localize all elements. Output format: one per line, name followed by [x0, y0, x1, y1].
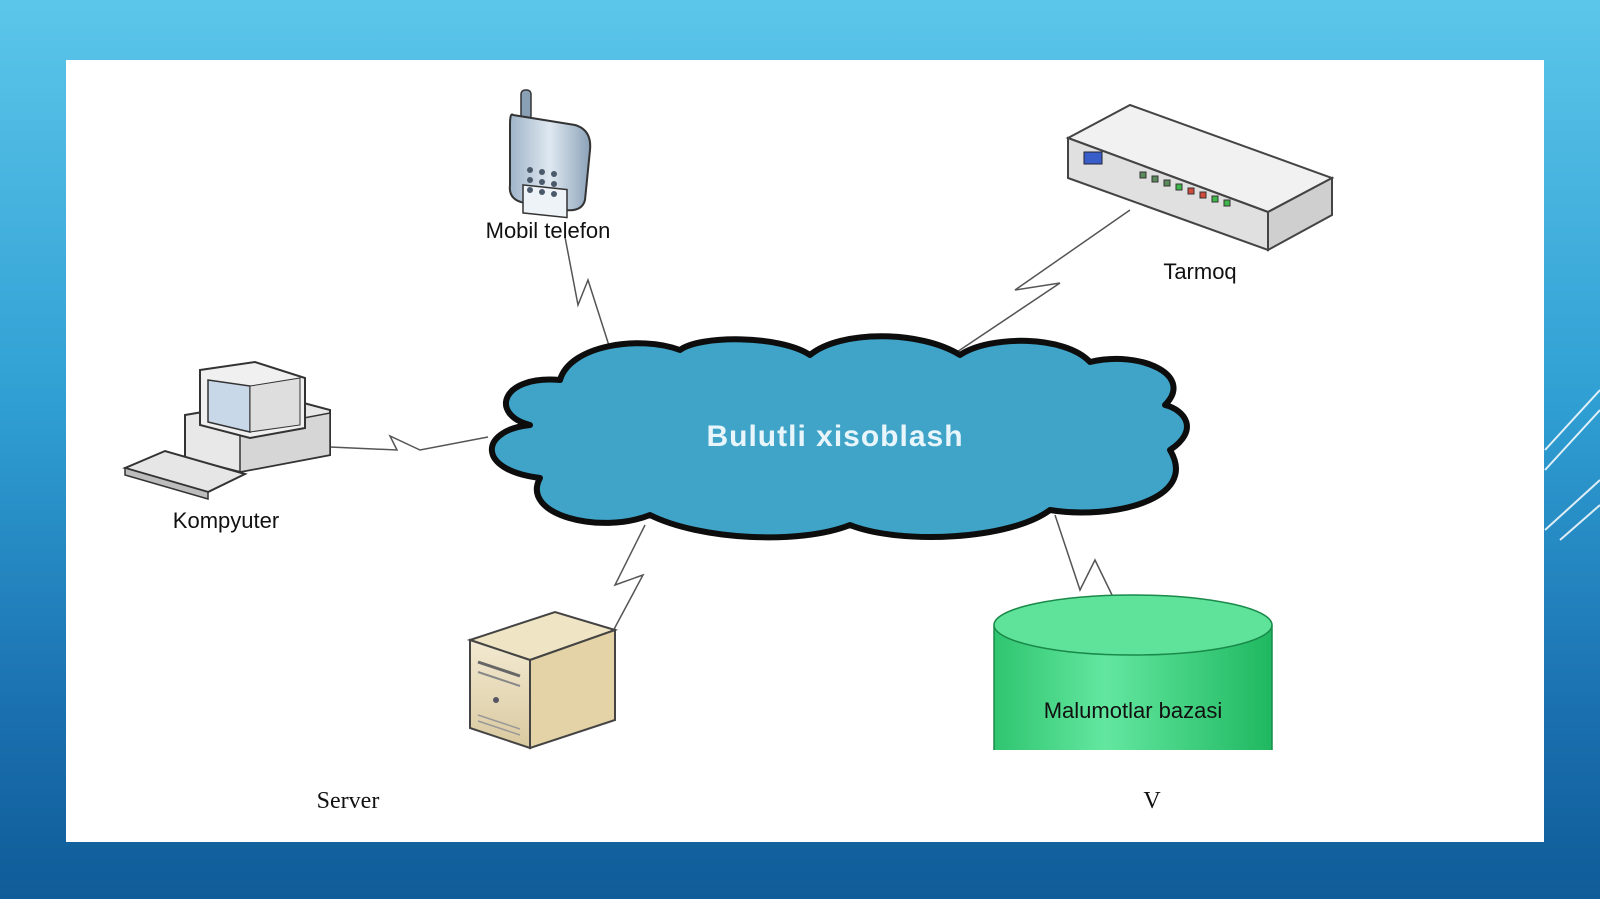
decorative-corner-lines	[1544, 389, 1600, 541]
computer-label: Kompyuter	[173, 508, 279, 533]
connector-server	[611, 524, 646, 634]
mobile-phone-icon	[508, 89, 592, 219]
server-label: Server	[317, 788, 380, 814]
server-icon	[466, 610, 619, 750]
network-device-icon	[1065, 103, 1335, 252]
database-label: Malumotlar bazasi	[1044, 698, 1223, 723]
cloud-shape	[488, 333, 1190, 541]
computer-icon	[122, 360, 331, 500]
phone-label: Mobil telefon	[486, 218, 611, 243]
database-icon	[993, 594, 1273, 750]
connector-computer	[329, 434, 489, 451]
cloud-label: Bulutli xisoblash	[706, 420, 963, 453]
connector-network	[944, 209, 1131, 361]
network-label: Tarmoq	[1163, 259, 1236, 284]
connector-phone	[564, 236, 613, 356]
v-label: V	[1143, 788, 1161, 814]
